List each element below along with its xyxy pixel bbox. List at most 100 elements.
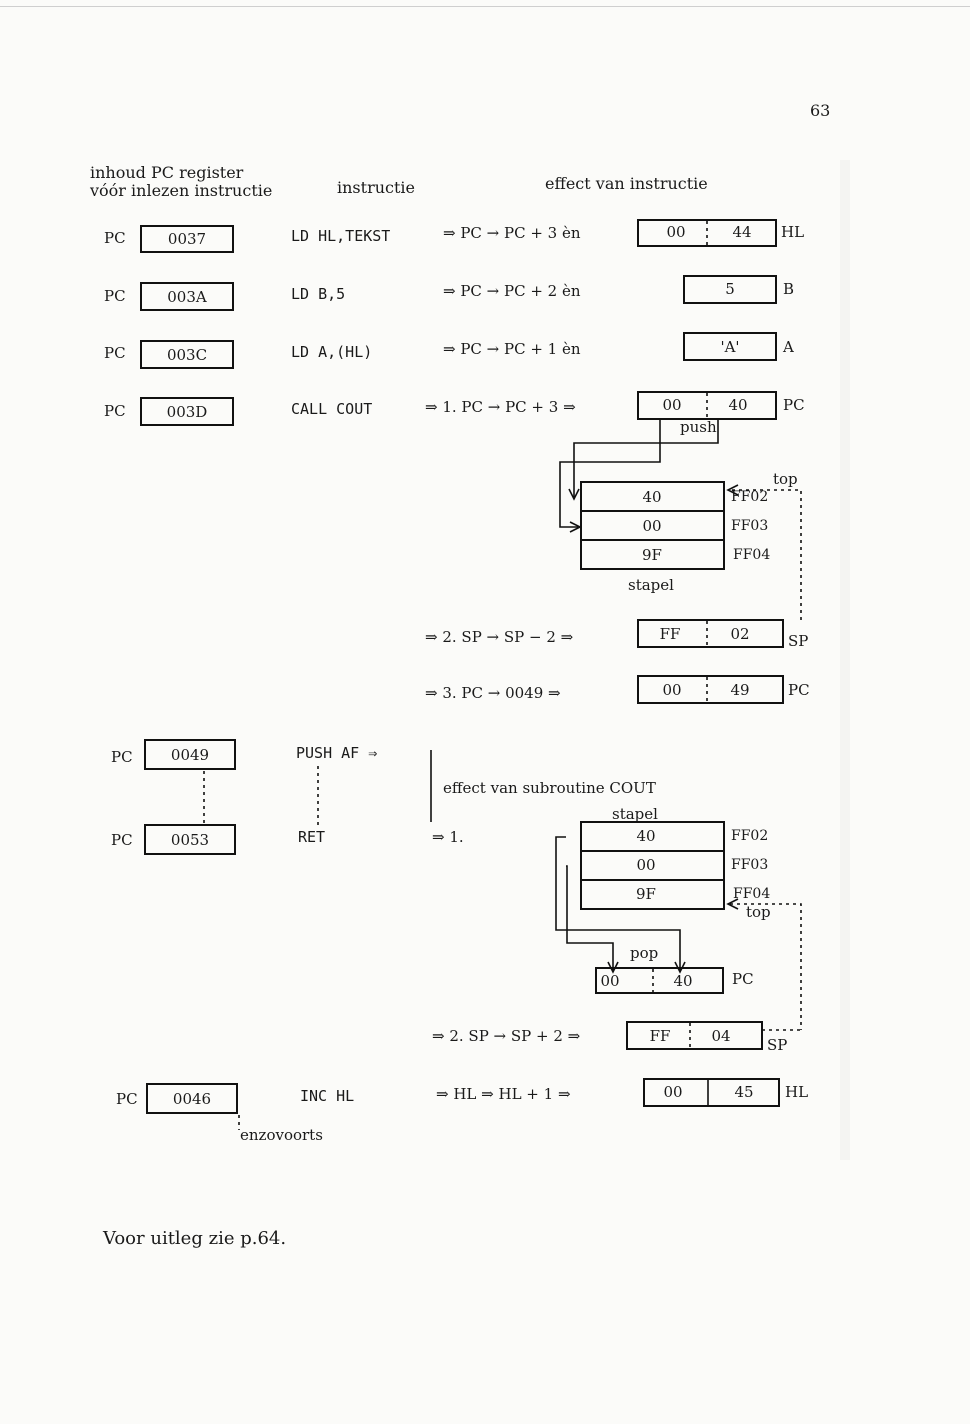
hl-low-byte: 44 [732, 223, 751, 241]
step-sp-minus-2: ⇒ 2. SP → SP − 2 ⇒ FF 02 SP [425, 619, 808, 650]
stack-value: 9F [636, 885, 656, 903]
sp-pointer-line [730, 903, 802, 1030]
effect-text: ⇒ PC → PC + 3 èn [443, 224, 581, 242]
pc-value: 0049 [171, 746, 209, 764]
row-ld-b: PC 003A LD B,5 ⇒ PC → PC + 2 èn 5 B [104, 275, 794, 311]
pc-value: 0053 [171, 831, 209, 849]
header-pc-register: inhoud PC register [90, 163, 244, 182]
pc-label: PC [104, 229, 126, 247]
pc-label: PC [116, 1090, 138, 1108]
pc-low-byte: 40 [728, 396, 747, 414]
pc-register-box [144, 824, 236, 855]
pc-label: PC [788, 681, 810, 699]
pc-high-byte: 00 [662, 681, 681, 699]
pc-value: 003C [167, 346, 207, 364]
pc-low-byte: 49 [730, 681, 749, 699]
hl-high-byte: 00 [663, 1083, 682, 1101]
stack-label: stapel [628, 576, 674, 594]
bleed-through-texture [840, 160, 850, 1160]
instruction: CALL COUT [291, 400, 372, 418]
stack-address: FF02 [731, 489, 768, 505]
arrowhead [607, 961, 619, 974]
pc-register-box [140, 397, 234, 426]
pc-register-box [140, 225, 234, 253]
effect-cout-label: effect van subroutine COUT [443, 779, 656, 797]
stack-address: FF02 [731, 828, 768, 844]
stack-address: FF04 [733, 547, 770, 563]
effect-text: ⇒ 2. SP → SP + 2 ⇒ [432, 1027, 581, 1045]
a-label: A [782, 338, 794, 356]
stack-address: FF04 [733, 886, 770, 902]
stack-2: stapel 40 00 9F FF02 FF03 FF04 top [580, 805, 802, 1030]
pc-value: 003D [167, 403, 208, 421]
step-pc-0049: ⇒ 3. PC → 0049 ⇒ 00 49 PC [425, 675, 810, 704]
push-arrow-low-byte [573, 419, 719, 497]
pop-arrow-high-byte [566, 865, 614, 970]
header-before-reading: vóór inlezen instructie [89, 181, 272, 200]
pc-label: PC [732, 970, 754, 988]
sp-register-box [637, 619, 784, 648]
arrowhead [726, 484, 739, 496]
sp-low-byte: 04 [711, 1027, 730, 1045]
hl-low-byte: 45 [734, 1083, 753, 1101]
pc-result-label: PC [783, 396, 805, 414]
a-register-box [683, 332, 777, 361]
instruction: INC HL [300, 1087, 354, 1105]
step-sp-plus-2: ⇒ 2. SP → SP + 2 ⇒ FF 04 SP [432, 1021, 801, 1054]
stack-value: 00 [642, 517, 661, 535]
b-register-box [683, 275, 777, 304]
pop-arrow-low-byte [555, 836, 681, 970]
effect-text: ⇒ PC → PC + 2 èn [443, 282, 581, 300]
hl-label: HL [785, 1083, 808, 1101]
header-instruction: instructie [337, 178, 415, 197]
row-ld-hl: PC 0037 LD HL,TEKST ⇒ PC → PC + 3 èn 00 … [104, 219, 804, 253]
hl-register-box [637, 219, 777, 247]
pc-high-byte: 00 [600, 972, 619, 990]
stack-cell [580, 879, 725, 910]
stack-value: 9F [642, 546, 662, 564]
sp-label: SP [788, 632, 808, 650]
arrowhead [674, 961, 686, 974]
instruction: LD HL,TEKST [291, 227, 390, 245]
pc-label: PC [104, 402, 126, 420]
pop-label: pop [630, 944, 658, 962]
row-ld-a: PC 003C LD A,(HL) ⇒ PC → PC + 1 èn 'A' A [104, 332, 794, 369]
sp-high-byte: FF [660, 625, 681, 643]
instruction: LD A,(HL) [291, 343, 372, 361]
pc-value: 003A [167, 288, 207, 306]
stack-value: 00 [636, 856, 655, 874]
pc-register-box [637, 675, 784, 704]
stack-address: FF03 [731, 857, 768, 873]
pc-value: 0037 [168, 230, 206, 248]
effect-text: ⇒ 3. PC → 0049 ⇒ [425, 684, 561, 702]
hl-register-box [643, 1078, 780, 1107]
pc-label: PC [111, 831, 133, 849]
pc-label: PC [104, 344, 126, 362]
pc-label: PC [104, 287, 126, 305]
pc-high-byte: 00 [662, 396, 681, 414]
pc-register-box [595, 967, 724, 994]
page-number: 63 [810, 101, 830, 120]
hl-label: HL [781, 223, 804, 241]
pc-value: 0046 [173, 1090, 211, 1108]
stack-value: 40 [636, 827, 655, 845]
effect-text: ⇒ 2. SP → SP − 2 ⇒ [425, 628, 574, 646]
top-label: top [773, 470, 798, 488]
top-label: top [746, 903, 771, 921]
pc-register-box [146, 1083, 238, 1114]
row-inc-hl: PC 0046 INC HL ⇒ HL ⇒ HL + 1 ⇒ 00 45 HL … [116, 1078, 808, 1144]
pc-register-box [144, 739, 236, 770]
b-value: 5 [725, 280, 735, 298]
footer-note: Voor uitleg zie p.64. [102, 1228, 286, 1249]
b-label: B [783, 280, 794, 298]
instruction: LD B,5 [291, 285, 345, 303]
pc-result-box [637, 391, 777, 420]
push-arrow-high-byte [559, 419, 661, 528]
pc-register-box [140, 340, 234, 369]
sp-low-byte: 02 [730, 625, 749, 643]
effect-text: ⇒ HL ⇒ HL + 1 ⇒ [436, 1085, 571, 1103]
sp-high-byte: FF [650, 1027, 671, 1045]
effect-text: ⇒ PC → PC + 1 èn [443, 340, 581, 358]
